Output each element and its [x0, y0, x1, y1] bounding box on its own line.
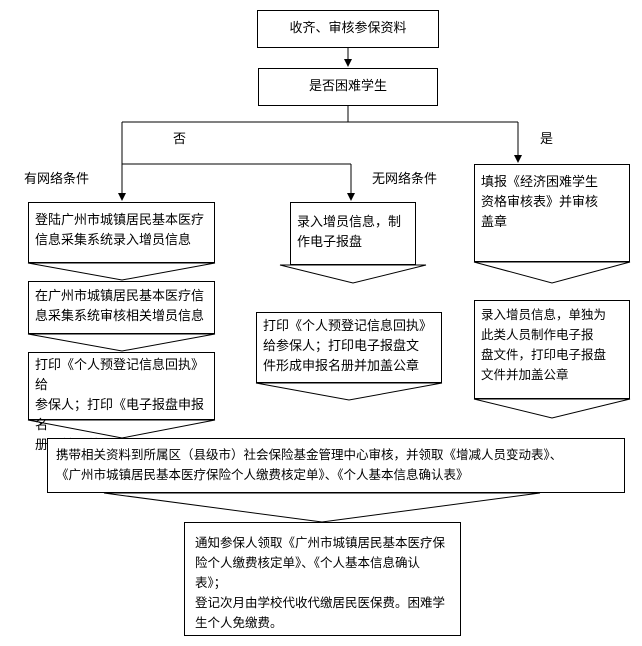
step-submit: 携带相关资料到所属区（县级市）社会保险基金管理中心审核，并领取《增减人员变动表》…: [47, 438, 625, 493]
block-arrow-submit: [103, 492, 541, 523]
step-poor-apply-text: 填报《经济困难学生 资格审核表》并审核 盖章: [481, 175, 599, 230]
step-offline-entry: 录入增员信息，制 作电子报盘: [290, 202, 416, 265]
block-arrow-poor-1: [473, 261, 631, 284]
step-notify-text: 通知参保人领取《广州市城镇居民基本医疗保 险个人缴费核定单》、《个人基本信息确认…: [195, 535, 446, 630]
step-collect: 收齐、审核参保资料: [257, 10, 439, 48]
label-without-network: 无网络条件: [372, 172, 438, 187]
decision-poor-student: 是否困难学生: [258, 68, 438, 106]
step-online-print: 打印《个人预登记信息回执》给 参保人；打印《电子报盘申报名 册》并加盖公章: [28, 352, 215, 453]
block-arrow-poor-2: [473, 398, 631, 419]
label-yes: 是: [540, 132, 554, 147]
step-online-login-text: 登陆广州市城镇居民基本医疗 信息采集系统录入增员信息: [35, 213, 205, 248]
step-online-review: 在广州市城镇居民基本医疗信 息采集系统审核相关增员信息: [28, 281, 215, 334]
step-offline-print-text: 打印《个人预登记信息回执》 给参保人；打印电子报盘文 件形成申报名册并加盖公章: [263, 319, 433, 374]
step-poor-apply: 填报《经济困难学生 资格审核表》并审核 盖章: [474, 164, 630, 262]
block-arrow-offline-1: [279, 264, 427, 284]
step-poor-entry-text: 录入增员信息，单独为 此类人员制作电子报 盘文件，打印电子报盘 文件并加盖公章: [481, 307, 607, 382]
step-notify: 通知参保人领取《广州市城镇居民基本医疗保 险个人缴费核定单》、《个人基本信息确认…: [184, 522, 461, 636]
block-arrow-online-3: [27, 419, 216, 439]
decision-poor-student-text: 是否困难学生: [308, 79, 387, 94]
step-online-login: 登陆广州市城镇居民基本医疗 信息采集系统录入增员信息: [28, 202, 215, 263]
block-arrow-online-1: [27, 262, 216, 281]
step-offline-print: 打印《个人预登记信息回执》 给参保人；打印电子报盘文 件形成申报名册并加盖公章: [256, 312, 442, 383]
step-offline-entry-text: 录入增员信息，制 作电子报盘: [297, 215, 402, 250]
block-arrow-offline-2: [255, 382, 443, 401]
step-collect-text: 收齐、审核参保资料: [289, 21, 407, 36]
label-no: 否: [173, 132, 187, 147]
label-with-network: 有网络条件: [24, 172, 90, 187]
step-submit-text: 携带相关资料到所属区（县级市）社会保险基金管理中心审核，并领取《增减人员变动表》…: [56, 447, 563, 482]
step-online-review-text: 在广州市城镇居民基本医疗信 息采集系统审核相关增员信息: [35, 289, 205, 324]
block-arrow-online-2: [27, 333, 216, 352]
step-poor-entry: 录入增员信息，单独为 此类人员制作电子报 盘文件，打印电子报盘 文件并加盖公章: [474, 300, 630, 399]
